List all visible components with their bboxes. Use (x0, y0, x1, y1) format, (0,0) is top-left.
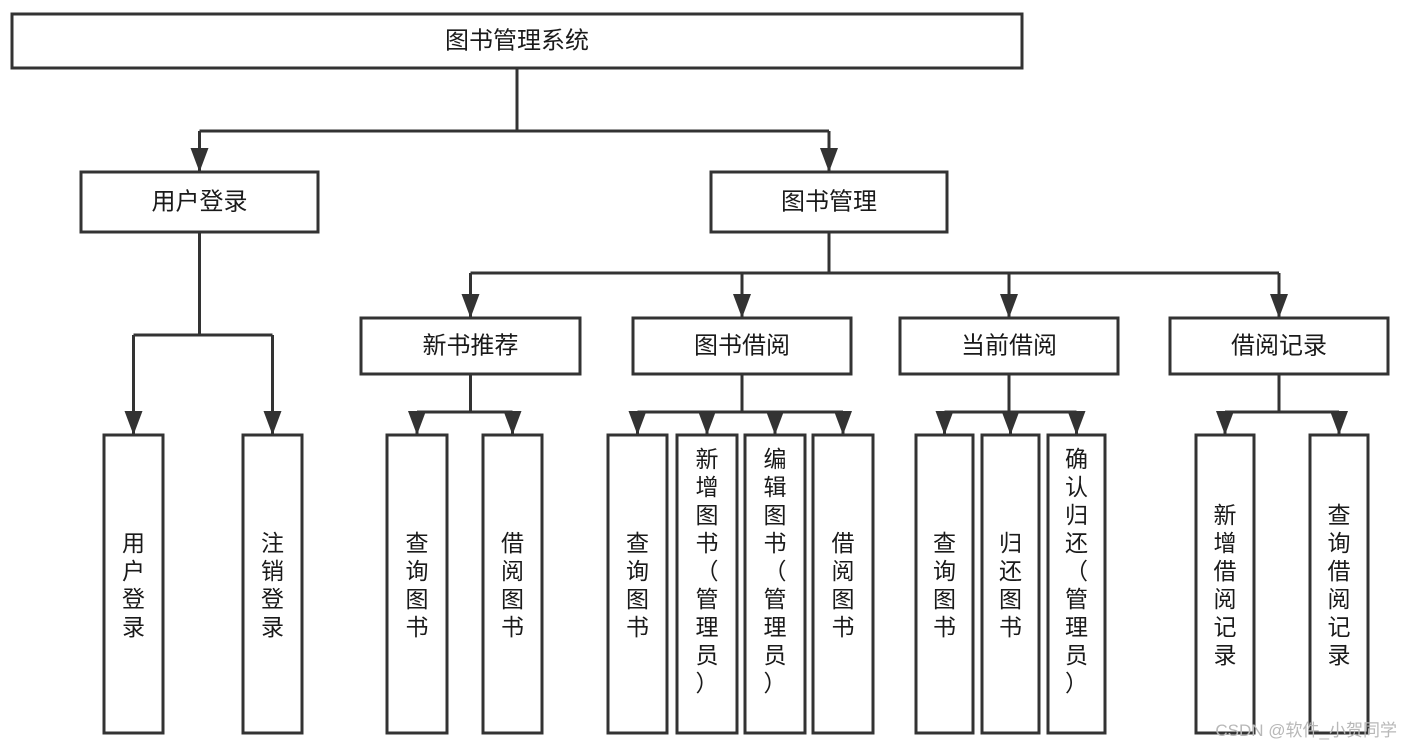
node-box[interactable] (359, 316, 582, 376)
node-label: 借阅图书 (832, 530, 855, 640)
node-box[interactable] (241, 433, 304, 735)
node-box[interactable] (631, 316, 853, 376)
node-box[interactable] (675, 433, 739, 735)
arrow-head-icon (124, 411, 143, 435)
node-l4_12[interactable]: 查询借阅记录 (1308, 433, 1370, 735)
node-l3_0[interactable]: 新书推荐 (359, 316, 582, 376)
node-label: 确认归还（管理员） (1065, 446, 1088, 696)
node-label: 借阅图书 (501, 530, 524, 640)
node-l3_1[interactable]: 图书借阅 (631, 316, 853, 376)
node-l4_1[interactable]: 注销登录 (241, 433, 304, 735)
arrow-head-icon (1001, 411, 1020, 435)
node-label: 查询借阅记录 (1328, 502, 1351, 668)
node-label: 查询图书 (406, 530, 429, 640)
node-l4_5[interactable]: 新增图书（管理员） (675, 433, 739, 735)
node-box[interactable] (811, 433, 875, 735)
arrow-head-icon (1270, 294, 1288, 318)
arrow-head-icon (935, 411, 954, 435)
node-box[interactable] (743, 433, 807, 735)
node-label: 编辑图书（管理员） (764, 446, 787, 696)
node-l4_4[interactable]: 查询图书 (606, 433, 669, 735)
node-label: 用户登录 (152, 188, 248, 215)
connector-layer (124, 68, 1348, 435)
arrow-head-icon (698, 411, 716, 435)
node-label: 查询图书 (626, 530, 649, 640)
node-l3_2[interactable]: 当前借阅 (898, 316, 1120, 376)
node-box[interactable] (1046, 433, 1107, 735)
arrow-head-icon (733, 294, 751, 318)
node-label: 注销登录 (261, 530, 284, 640)
node-layer: 图书管理系统用户登录图书管理新书推荐图书借阅当前借阅借阅记录用户登录注销登录查询… (10, 12, 1390, 735)
node-label: 新书推荐 (423, 332, 519, 359)
arrow-head-icon (190, 148, 209, 172)
node-l4_10[interactable]: 确认归还（管理员） (1046, 433, 1107, 735)
node-l4_0[interactable]: 用户登录 (102, 433, 165, 735)
node-box[interactable] (10, 12, 1024, 70)
node-box[interactable] (898, 316, 1120, 376)
node-l4_8[interactable]: 查询图书 (914, 433, 975, 735)
node-box[interactable] (102, 433, 165, 735)
node-box[interactable] (606, 433, 669, 735)
node-l4_2[interactable]: 查询图书 (385, 433, 449, 735)
node-label: 用户登录 (122, 530, 145, 640)
node-l4_11[interactable]: 新增借阅记录 (1194, 433, 1256, 735)
node-box[interactable] (1168, 316, 1390, 376)
arrow-head-icon (1330, 411, 1348, 435)
node-label: 图书借阅 (694, 332, 790, 359)
node-l4_3[interactable]: 借阅图书 (481, 433, 544, 735)
arrow-head-icon (766, 411, 784, 435)
node-l4_9[interactable]: 归还图书 (980, 433, 1041, 735)
node-l2_1[interactable]: 图书管理 (709, 170, 949, 234)
node-box[interactable] (914, 433, 975, 735)
node-label: 图书管理 (781, 188, 877, 215)
arrow-head-icon (503, 411, 522, 435)
node-box[interactable] (1194, 433, 1256, 735)
node-label: 新增图书（管理员） (696, 446, 719, 696)
arrow-head-icon (1067, 411, 1086, 435)
node-root[interactable]: 图书管理系统 (10, 12, 1024, 70)
node-l2_0[interactable]: 用户登录 (79, 170, 320, 234)
arrow-head-icon (834, 411, 852, 435)
node-label: 图书管理系统 (445, 27, 589, 54)
node-label: 借阅记录 (1231, 332, 1327, 359)
arrow-head-icon (628, 411, 647, 435)
arrow-head-icon (263, 411, 282, 435)
node-box[interactable] (385, 433, 449, 735)
arrow-head-icon (820, 148, 838, 172)
node-box[interactable] (1308, 433, 1370, 735)
arrow-head-icon (461, 294, 480, 318)
node-box[interactable] (980, 433, 1041, 735)
node-label: 当前借阅 (961, 332, 1057, 359)
node-l4_6[interactable]: 编辑图书（管理员） (743, 433, 807, 735)
arrow-head-icon (1000, 294, 1018, 318)
node-box[interactable] (481, 433, 544, 735)
node-box[interactable] (709, 170, 949, 234)
node-box[interactable] (79, 170, 320, 234)
node-label: 归还图书 (999, 530, 1022, 640)
arrow-head-icon (1216, 411, 1234, 435)
node-label: 查询图书 (933, 530, 956, 640)
arrow-head-icon (408, 411, 426, 435)
node-label: 新增借阅记录 (1214, 502, 1237, 668)
node-l3_3[interactable]: 借阅记录 (1168, 316, 1390, 376)
node-l4_7[interactable]: 借阅图书 (811, 433, 875, 735)
